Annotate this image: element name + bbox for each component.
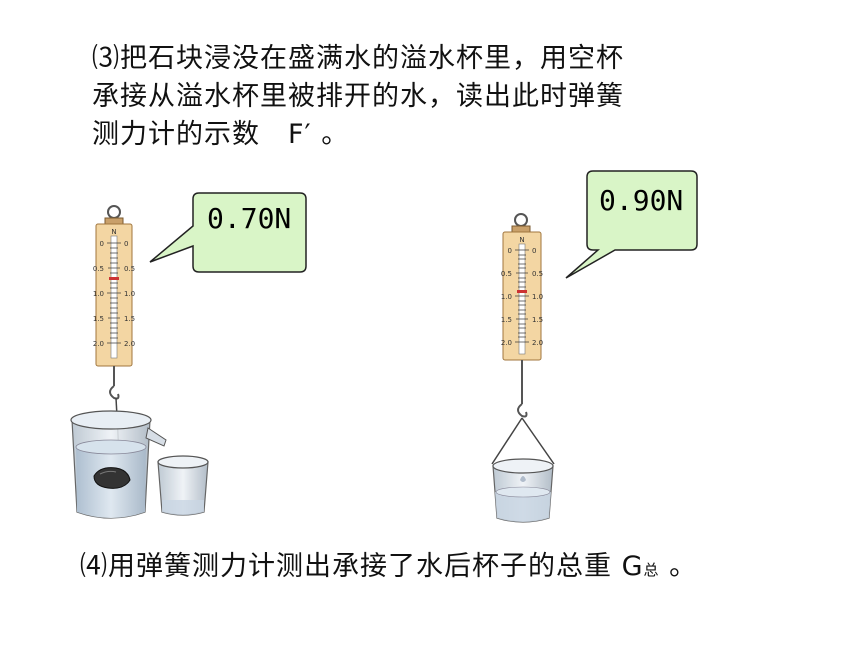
step3-line3: 测力计的示数 F′ 。	[92, 119, 350, 150]
step4-subscript: 总	[643, 561, 660, 579]
step3-line2: 承接从溢水杯里被排开的水，读出此时弹簧	[92, 81, 624, 112]
right-tick-4: 2.0	[501, 339, 512, 347]
left-scale-unit: N	[111, 228, 116, 236]
hanging-cup	[492, 458, 554, 523]
left-tick-r3: 1.5	[124, 315, 135, 323]
right-scale-ring	[514, 213, 528, 227]
right-tick-2: 1.0	[501, 293, 512, 301]
left-tick-1: 0.5	[93, 265, 104, 273]
step4-main: ⑷用弹簧测力计测出承接了水后杯子的总重 G	[80, 551, 644, 582]
overflow-cup	[70, 410, 167, 519]
left-tick-2: 1.0	[93, 290, 104, 298]
stone	[93, 467, 131, 489]
step4-text: ⑷用弹簧测力计测出承接了水后杯子的总重 G总 。	[80, 548, 840, 589]
left-scale-ring	[107, 205, 121, 219]
left-tick-4: 2.0	[93, 340, 104, 348]
overflow-spout	[145, 427, 167, 447]
right-tick-r3: 1.5	[532, 316, 543, 324]
right-scale-reading: 0.90N	[599, 184, 683, 217]
right-spring-scale: N 0 0.5 1.0 1.5 2.0 0 0.5 1.0 1.5 2.0	[491, 213, 555, 465]
left-tick-r1: 0.5	[124, 265, 135, 273]
right-scale-hook	[517, 403, 528, 418]
left-tick-3: 1.5	[93, 315, 104, 323]
catch-cup-left	[157, 455, 209, 516]
step3-text: ⑶把石块浸没在盛满水的溢水杯里，用空杯 承接从溢水杯里被排开的水，读出此时弹簧 …	[92, 40, 792, 154]
left-scale-reading: 0.70N	[207, 202, 291, 235]
left-callout: 0.70N	[149, 192, 307, 273]
right-callout: 0.90N	[565, 170, 698, 279]
right-tick-0: 0	[508, 247, 512, 255]
right-tick-3: 1.5	[501, 316, 512, 324]
right-tick-r2: 1.0	[532, 293, 543, 301]
left-tick-r4: 2.0	[124, 340, 135, 348]
right-tick-r4: 2.0	[532, 339, 543, 347]
hanging-cup-water	[495, 492, 551, 522]
right-scale-unit: N	[519, 236, 524, 244]
right-tick-r0: 0	[532, 247, 536, 255]
left-tick-r2: 1.0	[124, 290, 135, 298]
step3-line1: ⑶把石块浸没在盛满水的溢水杯里，用空杯	[92, 43, 624, 74]
left-tick-0: 0	[100, 240, 104, 248]
left-spring-scale: N 0 0.5 1.0 1.5 2.0 0 0.5 1.0 1.5 2.0	[93, 205, 135, 473]
left-tick-r0: 0	[124, 240, 128, 248]
right-tick-r1: 0.5	[532, 270, 543, 278]
right-tick-1: 0.5	[501, 270, 512, 278]
left-scale-pointer	[109, 277, 119, 280]
right-scale-pointer	[517, 290, 527, 293]
left-scale-hook	[109, 385, 120, 400]
step4-end: 。	[659, 551, 698, 582]
